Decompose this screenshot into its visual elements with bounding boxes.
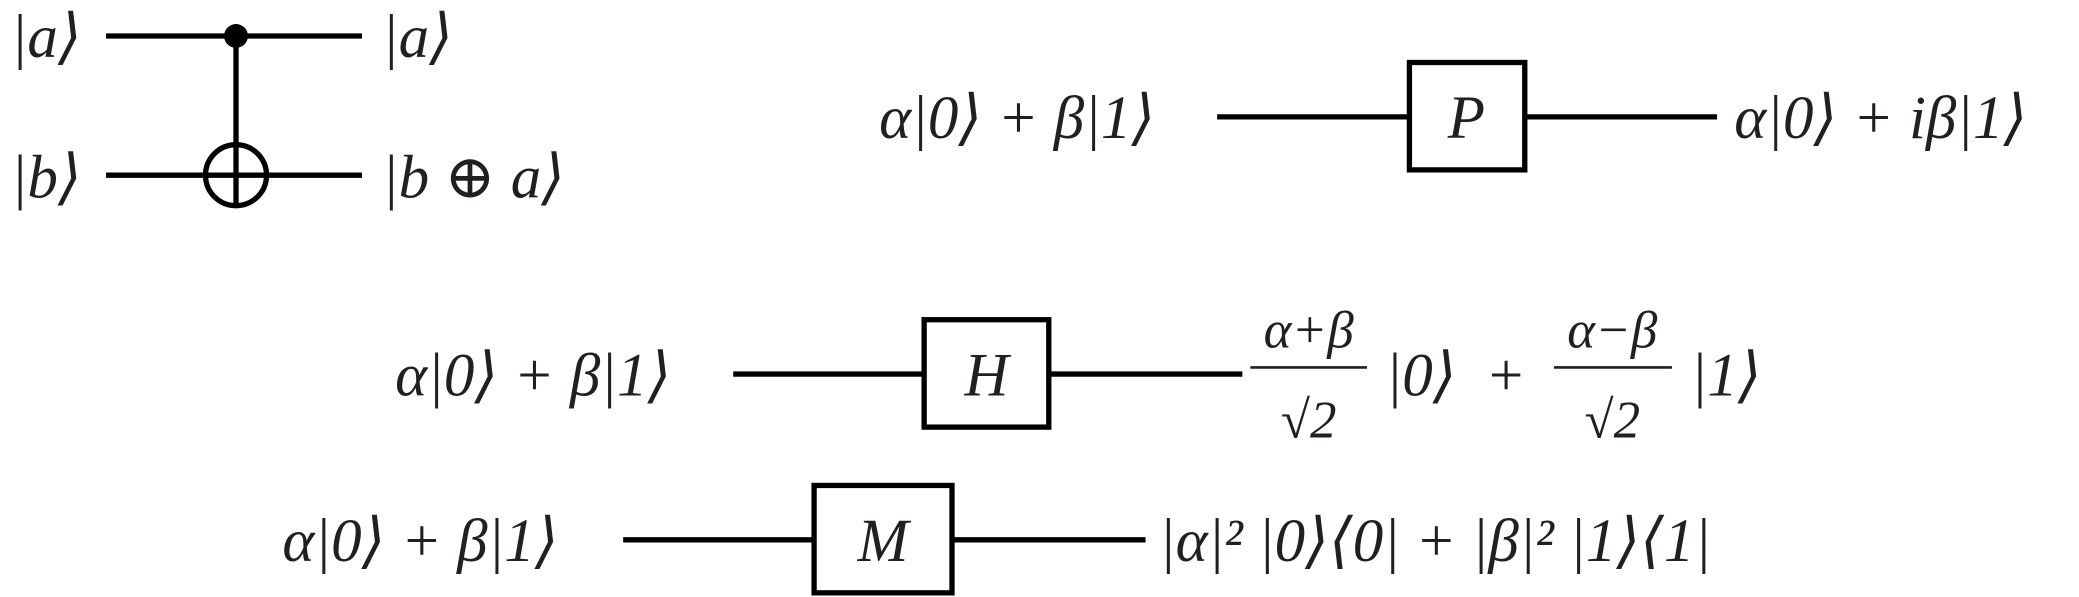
- phase-gate-row: α|0⟩ + β|1⟩ P α|0⟩ + iβ|1⟩: [879, 59, 2027, 173]
- fraction-denominator-2: √2: [1584, 392, 1640, 450]
- cnot-input-b: |b⟩: [11, 145, 82, 212]
- phase-gate-label: P: [1447, 85, 1485, 152]
- control-dot-icon: [224, 24, 248, 48]
- ket-1: |1⟩: [1691, 342, 1762, 409]
- plus-sign: +: [1485, 342, 1526, 409]
- ket-0: |0⟩: [1386, 342, 1457, 409]
- fraction-numerator-2: α−β: [1567, 302, 1658, 360]
- cnot-gate: |a⟩ |b⟩ |a⟩ |b ⊕ a⟩: [11, 4, 565, 212]
- phase-output: α|0⟩ + iβ|1⟩: [1734, 85, 2027, 152]
- target-xor-icon: [202, 142, 270, 209]
- hadamard-gate-row: α|0⟩ + β|1⟩ H α+β √2 |0⟩ + α−β √2 |1⟩: [395, 302, 1761, 450]
- measurement-gate-row: α|0⟩ + β|1⟩ M |α|² |0⟩⟨0| + |β|² |1⟩⟨1|: [282, 482, 1711, 596]
- fraction-denominator-1: √2: [1281, 392, 1337, 450]
- measurement-input: α|0⟩ + β|1⟩: [282, 508, 558, 575]
- measurement-gate-label: M: [857, 508, 912, 575]
- measurement-output: |α|² |0⟩⟨0| + |β|² |1⟩⟨1|: [1159, 508, 1711, 575]
- fraction-numerator-1: α+β: [1264, 302, 1355, 360]
- phase-input: α|0⟩ + β|1⟩: [879, 85, 1155, 152]
- hadamard-input: α|0⟩ + β|1⟩: [395, 342, 671, 409]
- hadamard-gate-label: H: [963, 342, 1011, 409]
- cnot-output-b: |b ⊕ a⟩: [382, 145, 565, 212]
- cnot-input-a: |a⟩: [11, 4, 82, 71]
- cnot-output-a: |a⟩: [382, 4, 453, 71]
